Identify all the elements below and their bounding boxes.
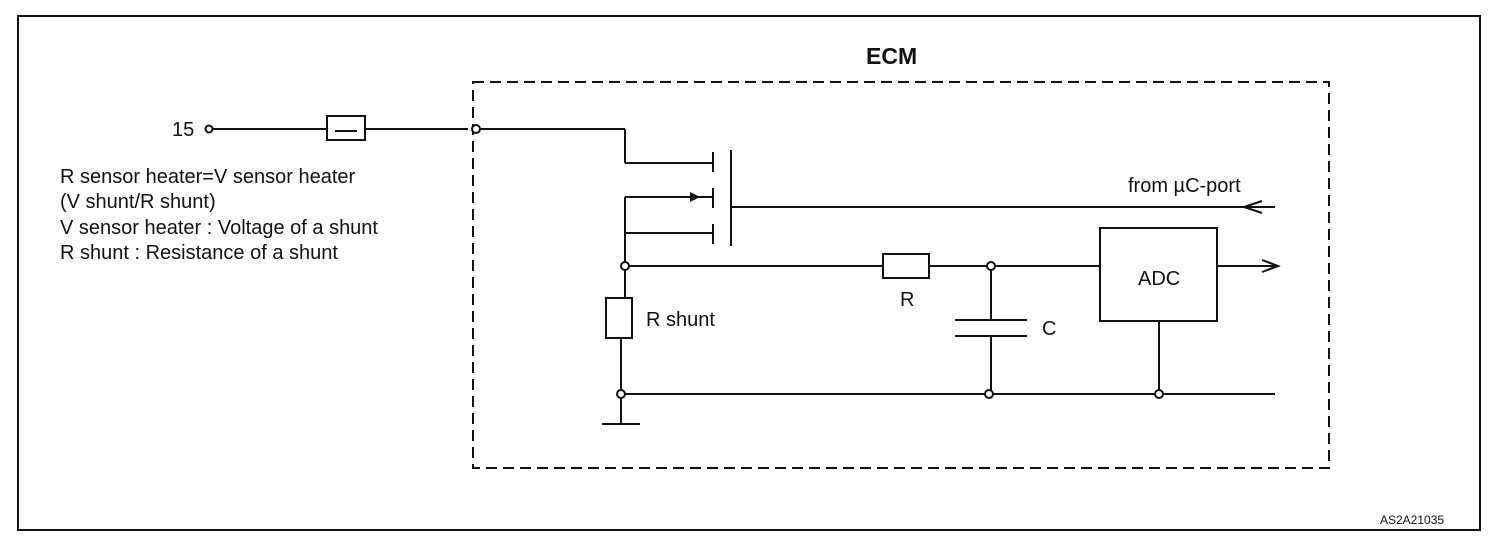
terminal-node bbox=[204, 124, 214, 134]
junction-node bbox=[620, 261, 630, 271]
cap-junction-node bbox=[986, 261, 996, 271]
c-label: C bbox=[1042, 318, 1056, 340]
notes-block: R sensor heater=V sensor heater (V shunt… bbox=[60, 166, 378, 264]
r-shunt-label: R shunt bbox=[646, 309, 715, 331]
adc-output-arrow bbox=[1261, 259, 1281, 273]
fuse bbox=[326, 115, 366, 141]
note-line: (V shunt/R shunt) bbox=[60, 191, 216, 213]
terminal-label: 15 bbox=[172, 119, 194, 141]
figure-code: AS2A21035 bbox=[1380, 513, 1444, 527]
port-arrow bbox=[1240, 200, 1263, 214]
ecm-title: ECM bbox=[866, 43, 917, 69]
note-line: R shunt : Resistance of a shunt bbox=[60, 242, 338, 264]
ecm-boundary bbox=[472, 81, 1330, 469]
ground-node bbox=[984, 389, 994, 399]
adc-label: ADC bbox=[1138, 268, 1180, 290]
port-label: from µC-port bbox=[1128, 175, 1241, 197]
r-label: R bbox=[900, 289, 914, 311]
connector-node bbox=[471, 124, 481, 134]
ground-node bbox=[1154, 389, 1164, 399]
r-shunt-resistor bbox=[605, 297, 633, 339]
outer-frame bbox=[17, 15, 1481, 531]
note-line: V sensor heater : Voltage of a shunt bbox=[60, 217, 378, 239]
ground-node bbox=[616, 389, 626, 399]
r-resistor bbox=[882, 253, 930, 279]
note-line: R sensor heater=V sensor heater bbox=[60, 166, 356, 188]
